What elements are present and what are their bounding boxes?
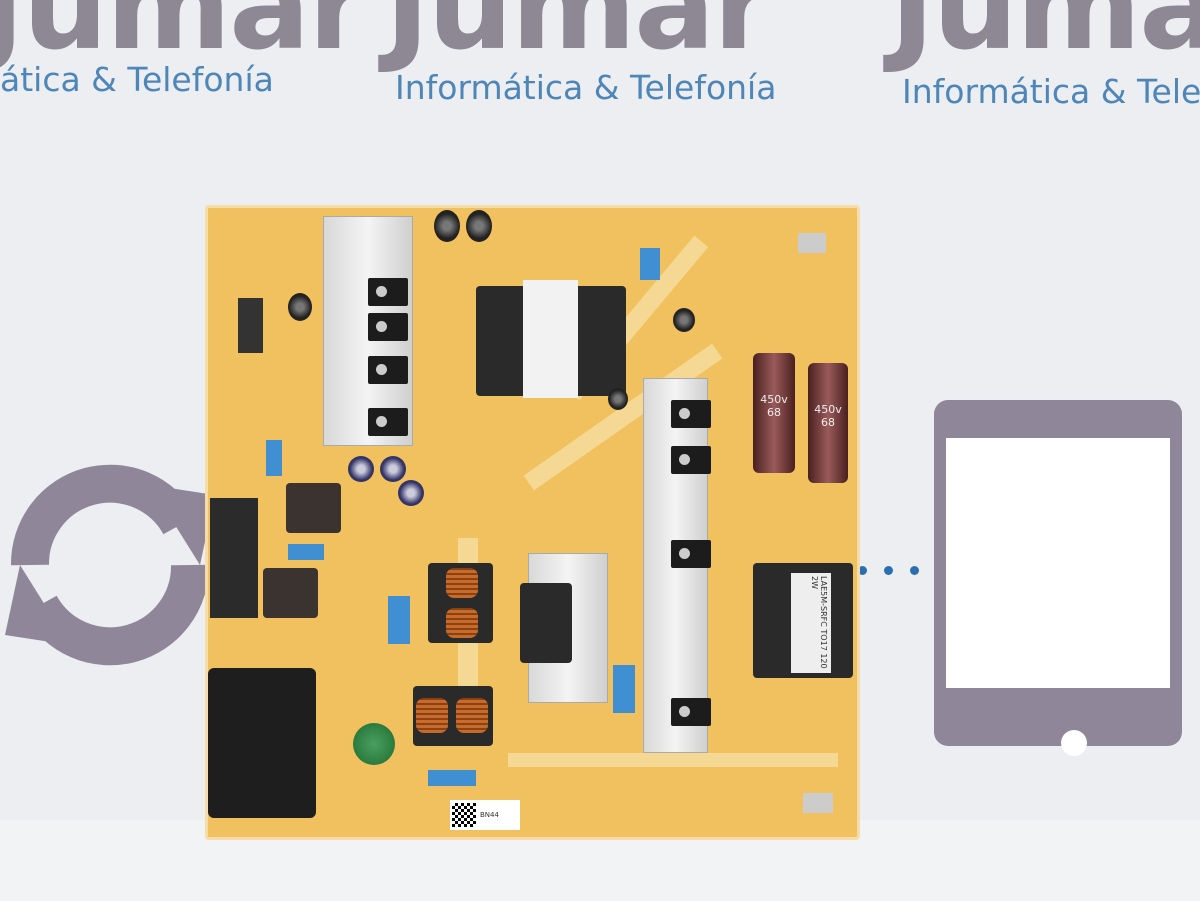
capacitor: 450v 68 xyxy=(808,363,848,483)
watermark-brand-right: Jumar xyxy=(890,0,1200,77)
watermark-tagline-left: ática & Telefonía xyxy=(0,60,274,99)
power-supply-board: LAE5M-SRFC TO17 120 2W 450v 68 450v 68 B… xyxy=(205,205,860,840)
power-inlet xyxy=(208,668,316,818)
watermark-brand-center: Jumar xyxy=(385,0,772,77)
sticker-text: BN44 xyxy=(480,811,499,819)
watermark-tagline-center: Informática & Telefonía xyxy=(395,68,777,107)
tablet-icon xyxy=(934,400,1182,756)
watermark-brand-left: Jumar xyxy=(0,0,367,77)
barcode-sticker: BN44 xyxy=(450,800,520,830)
watermark-tagline-right: Informática & Telef xyxy=(902,72,1200,111)
connector xyxy=(210,498,258,618)
transformer-label: LAE5M-SRFC TO17 120 2W xyxy=(791,573,831,673)
capacitor: 450v 68 xyxy=(753,353,795,473)
refresh-icon xyxy=(5,464,215,666)
